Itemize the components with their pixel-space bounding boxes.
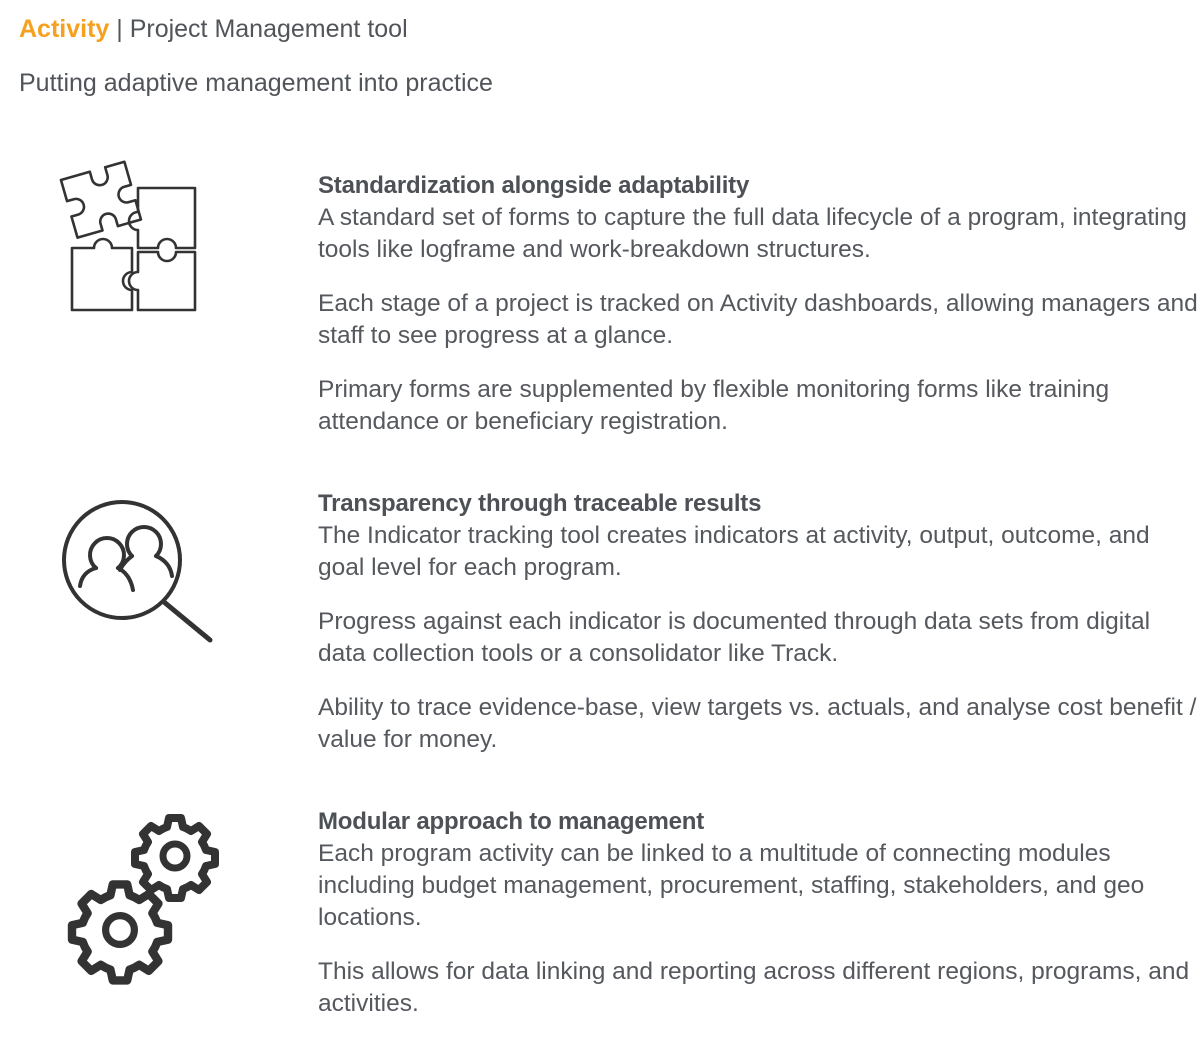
feature-content: Modular approach to management Each prog… [318, 806, 1198, 1042]
feature-paragraph: The Indicator tracking tool creates indi… [318, 522, 1150, 581]
feature-paragraph: Progress against each indicator is docum… [318, 608, 1151, 667]
page-tagline: Putting adaptive management into practic… [19, 69, 493, 97]
feature-paragraph: A standard set of forms to capture the f… [318, 204, 1187, 263]
feature-paragraph: Each program activity can be linked to a… [318, 840, 1145, 931]
page-header: Activity | Project Management tool [19, 13, 408, 45]
feature-paragraph: Ability to trace evidence-base, view tar… [318, 694, 1197, 753]
gears-icon [40, 814, 240, 994]
people-search-icon [40, 494, 240, 674]
feature-content: Transparency through traceable results T… [318, 488, 1198, 778]
brand-name: Activity [19, 15, 110, 43]
feature-paragraph: This allows for data linking and reporti… [318, 958, 1190, 1017]
feature-content: Standardization alongside adaptability A… [318, 170, 1198, 460]
feature-title: Standardization alongside adaptability [318, 172, 750, 199]
header-subtitle: | Project Management tool [109, 15, 408, 43]
feature-paragraph: Each stage of a project is tracked on Ac… [318, 290, 1198, 349]
feature-paragraph: Primary forms are supplemented by flexib… [318, 376, 1110, 435]
puzzle-icon [40, 160, 240, 340]
feature-title: Modular approach to management [318, 808, 705, 835]
feature-title: Transparency through traceable results [318, 490, 762, 517]
